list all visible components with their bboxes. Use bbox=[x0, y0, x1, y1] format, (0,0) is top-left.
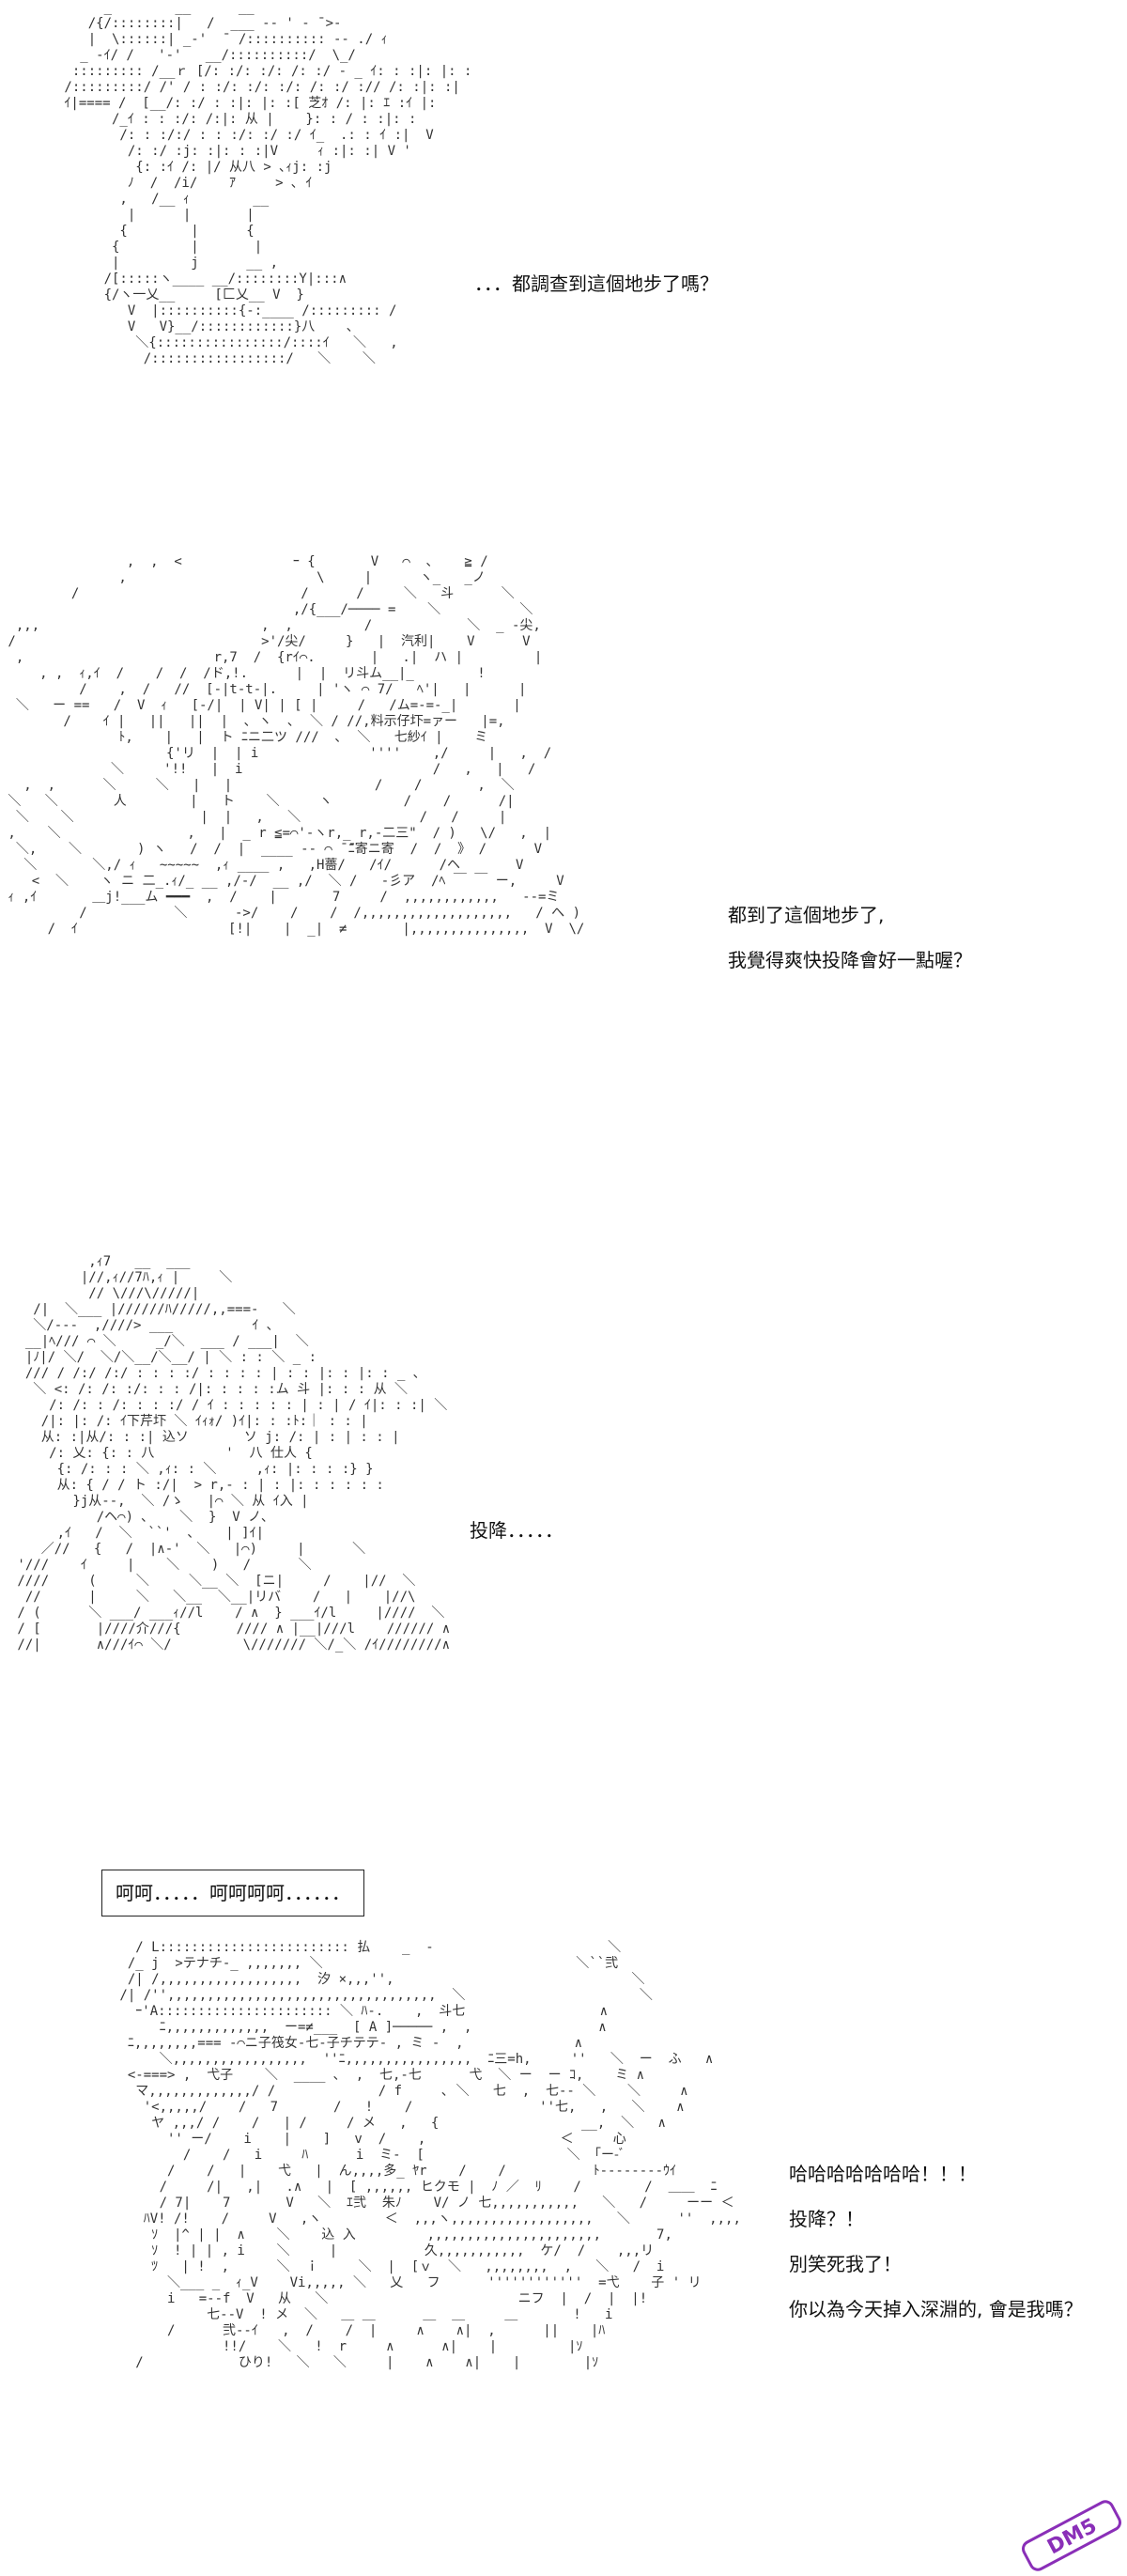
dialogue-line: 哈哈哈哈哈哈哈！！！ bbox=[789, 2163, 977, 2185]
dialogue-line: ．．．都調查到這個地步了嗎？ bbox=[474, 272, 718, 295]
dialogue-line: 你以為今天掉入深淵的, 會是我嗎？ bbox=[789, 2298, 1083, 2320]
ascii-art-figure: , , < ｰ { V ⌒ ､ ≧ / , \ | ヽ_ _ノ / / / ＼ … bbox=[8, 554, 585, 937]
panel-5: / L:::::::::::::::::::::::: 払 _ - ＼ /_ j… bbox=[0, 1940, 1127, 2558]
ascii-art-figure: / L:::::::::::::::::::::::: 払 _ - ＼ /_ j… bbox=[119, 1940, 741, 2370]
dialogue-line: 投降？！ bbox=[789, 2208, 864, 2230]
boxed-caption: 呵呵．．．．．呵呵呵呵．．．．．． bbox=[101, 1870, 364, 1916]
ascii-art-figure: _ __ __ /{/::::::::| / ___ -- ' - ̄ >- |… bbox=[64, 0, 472, 366]
ascii-art-figure: ,ｨ7 __ ___ |//,ｨ//7ﾊ,ｨ | ＼ // \///\/////… bbox=[17, 1254, 451, 1653]
dialogue-line: 都到了這個地步了, bbox=[728, 904, 885, 926]
dialogue-line: 我覺得爽快投降會好一點喔？ bbox=[728, 949, 972, 971]
panel-2: , , < ｰ { V ⌒ ､ ≧ / , \ | ヽ_ _ノ / / / ＼ … bbox=[0, 554, 1127, 1231]
panel-1: _ __ __ /{/::::::::| / ___ -- ' - ̄ >- |… bbox=[0, 0, 1127, 526]
dialogue-line: 別笑死我了！ bbox=[789, 2253, 902, 2275]
dialogue-line: 投降．．．．． bbox=[470, 1519, 564, 1542]
panel-3: ,ｨ7 __ ___ |//,ｨ//7ﾊ,ｨ | ＼ // \///\/////… bbox=[0, 1254, 1127, 1860]
